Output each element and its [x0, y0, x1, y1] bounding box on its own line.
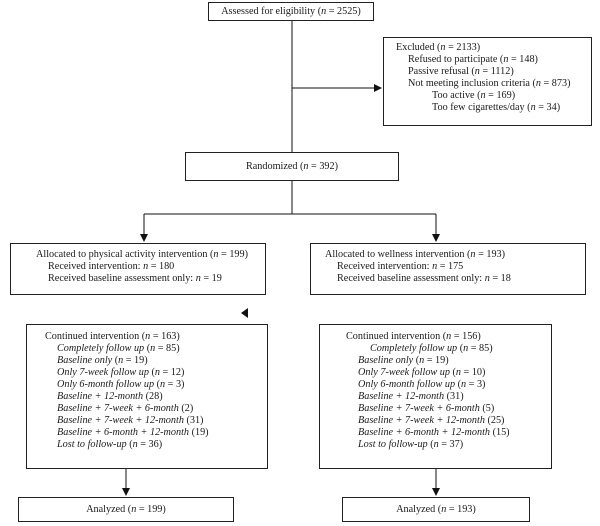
right-followup-item: Completely follow up (n = 85)	[370, 343, 493, 354]
right-allocated-title: Allocated to wellness intervention (n = …	[325, 249, 506, 260]
left-baseline-only: Received baseline assessment only: n = 1…	[48, 273, 222, 284]
left-followup-item: Only 7-week follow up (n = 12)	[57, 367, 185, 378]
left-allocated-box: Allocated to physical activity intervent…	[10, 243, 266, 295]
left-analyzed-text: Analyzed (n = 199)	[86, 504, 166, 515]
left-followup-item: Baseline + 7-week + 6-month (2)	[57, 403, 194, 414]
randomized-text: Randomized (n = 392)	[245, 161, 339, 172]
left-followup-item: Baseline + 7-week + 12-month (31)	[57, 415, 204, 426]
excluded-item: Refused to participate (n = 148)	[408, 54, 538, 65]
randomized-box: Randomized (n = 392)	[185, 152, 399, 181]
excluded-item: Passive refusal (n = 1112)	[408, 66, 514, 77]
left-continued-title: Continued intervention (n = 163)	[45, 331, 180, 342]
left-received-intervention: Received intervention: n = 180	[48, 261, 175, 272]
excluded-subitem: Too active (n = 169)	[432, 90, 516, 101]
right-followup-item: Baseline + 7-week + 12-month (25)	[358, 415, 505, 426]
left-followup-item: Baseline + 12-month (28)	[57, 391, 163, 402]
small-arrowhead-marker	[241, 308, 248, 318]
left-allocated-title: Allocated to physical activity intervent…	[36, 249, 248, 260]
right-continued-box: Continued intervention (n = 156) Complet…	[319, 324, 552, 469]
right-followup-item: Baseline + 7-week + 6-month (5)	[358, 403, 495, 414]
right-continued-title: Continued intervention (n = 156)	[346, 331, 481, 342]
left-continued-box: Continued intervention (n = 163) Complet…	[26, 324, 268, 469]
right-allocated-box: Allocated to wellness intervention (n = …	[310, 243, 586, 295]
assessed-box: Assessed for eligibility (n = 2525)	[208, 2, 374, 21]
right-followup-item: Only 6-month follow up (n = 3)	[358, 379, 486, 390]
right-analyzed-text: Analyzed (n = 193)	[396, 504, 476, 515]
assessed-text: Assessed for eligibility (n = 2525)	[221, 6, 361, 17]
right-followup-item: Only 7-week follow up (n = 10)	[358, 367, 486, 378]
left-followup-item: Baseline only (n = 19)	[57, 355, 148, 366]
left-followup-item: Only 6-month follow up (n = 3)	[57, 379, 185, 390]
right-baseline-only: Received baseline assessment only: n = 1…	[337, 273, 511, 284]
left-analyzed-box: Analyzed (n = 199)	[18, 497, 234, 522]
right-analyzed-box: Analyzed (n = 193)	[342, 497, 530, 522]
left-followup-item: Baseline + 6-month + 12-month (19)	[57, 427, 209, 438]
excluded-subitem: Too few cigarettes/day (n = 34)	[432, 102, 561, 113]
excluded-header: Excluded (n = 2133)	[396, 42, 481, 53]
left-followup-item: Lost to follow-up (n = 36)	[57, 439, 163, 450]
right-followup-item: Baseline + 12-month (31)	[358, 391, 464, 402]
right-followup-item: Baseline + 6-month + 12-month (15)	[358, 427, 510, 438]
right-followup-item: Lost to follow-up (n = 37)	[358, 439, 464, 450]
left-followup-item: Completely follow up (n = 85)	[57, 343, 180, 354]
excluded-box: Excluded (n = 2133) Refused to participa…	[383, 37, 592, 126]
right-followup-item: Baseline only (n = 19)	[358, 355, 449, 366]
excluded-item: Not meeting inclusion criteria (n = 873)	[408, 78, 571, 89]
right-received-intervention: Received intervention: n = 175	[337, 261, 464, 272]
